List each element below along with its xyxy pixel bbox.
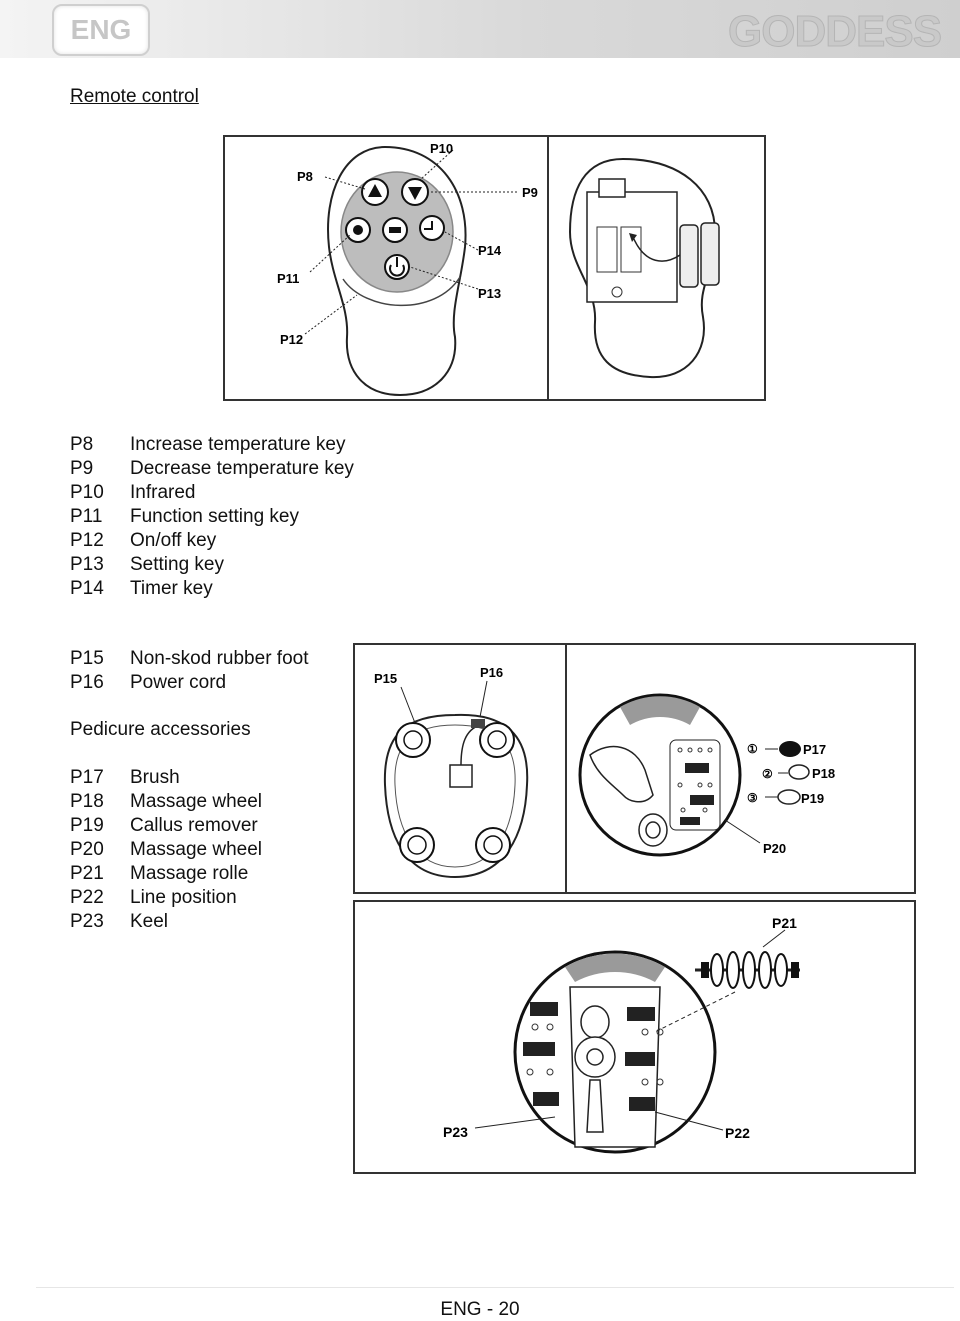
label-p11: P11 — [277, 271, 299, 286]
item-code: P17 — [70, 767, 104, 788]
list-item: P19 Callus remover — [70, 814, 262, 838]
item-code: P12 — [70, 530, 104, 551]
label-p21: P21 — [772, 915, 797, 931]
label-p15: P15 — [374, 671, 397, 686]
label-p23: P23 — [443, 1124, 468, 1140]
item-code: P23 — [70, 911, 104, 932]
label-p18: P18 — [812, 766, 835, 781]
item-text: Callus remover — [130, 815, 258, 836]
item-code: P9 — [70, 458, 94, 479]
item-code: P19 — [70, 815, 104, 836]
basin-figure: P21 P23 P22 — [353, 900, 916, 1174]
item-text: Non-skod rubber foot — [130, 648, 309, 669]
remote-buttons — [345, 178, 445, 280]
item-text: Massage wheel — [130, 839, 263, 860]
item-text: Function setting key — [130, 506, 299, 527]
label-circled-3: ③ — [747, 791, 758, 805]
section-title-remote: Remote control — [70, 86, 199, 107]
label-p19: P19 — [801, 791, 824, 806]
remote-key-list: P8 Increase temperature key P9 Decrease te… — [70, 433, 354, 601]
label-p10: P10 — [430, 141, 453, 156]
list-item: P12 On/off key — [70, 529, 354, 553]
section-title-accessories: Pedicure accessories — [70, 719, 251, 740]
item-code: P20 — [70, 839, 104, 860]
list-item: P11 Function setting key — [70, 505, 354, 529]
footer-divider — [36, 1287, 954, 1288]
item-text: Increase temperature key — [130, 434, 346, 455]
label-p20: P20 — [763, 841, 786, 856]
list-item: P23 Keel — [70, 910, 262, 934]
list-item: P13 Setting key — [70, 553, 354, 577]
label-p22: P22 — [725, 1125, 750, 1141]
item-code: P16 — [70, 672, 104, 693]
list-item: P17 Brush — [70, 766, 262, 790]
base-parts-list: P15 Non-skod rubber foot P16 Power cord — [70, 647, 309, 695]
item-code: P10 — [70, 482, 104, 503]
item-text: Brush — [130, 767, 180, 788]
list-item: P21 Massage rolle — [70, 862, 262, 886]
list-item: P15 Non-skod rubber foot — [70, 647, 309, 671]
item-code: P8 — [70, 434, 94, 455]
item-code: P14 — [70, 578, 104, 599]
brand-logo: GODDESS — [728, 7, 943, 57]
item-code: P13 — [70, 554, 104, 575]
header-band — [0, 0, 960, 58]
item-text: Massage rolle — [130, 863, 249, 884]
item-text: Infrared — [130, 482, 196, 503]
item-code: P21 — [70, 863, 104, 884]
label-circled-2: ② — [762, 767, 773, 781]
label-p13: P13 — [478, 286, 501, 301]
label-p12: P12 — [280, 332, 303, 347]
item-text: Massage wheel — [130, 791, 263, 812]
language-badge: ENG — [52, 4, 150, 56]
item-text: Timer key — [130, 578, 213, 599]
basin-illustration: P21 P23 P22 — [443, 915, 800, 1154]
item-text: Setting key — [130, 554, 224, 575]
label-p17: P17 — [803, 742, 826, 757]
label-circled-1: ① — [747, 742, 758, 756]
item-text: Decrease temperature key — [130, 458, 354, 479]
list-item: P8 Increase temperature key — [70, 433, 354, 457]
item-text: Power cord — [130, 672, 227, 693]
label-p8: P8 — [297, 169, 313, 184]
item-text: Line position — [130, 887, 237, 908]
item-code: P15 — [70, 648, 104, 669]
item-text: Keel — [130, 911, 169, 932]
list-item: P16 Power cord — [70, 671, 309, 695]
list-item: P20 Massage wheel — [70, 838, 262, 862]
item-code: P18 — [70, 791, 104, 812]
remote-control-figure: P8 P9 P10 P11 P12 P13 P14 — [223, 135, 766, 401]
label-p9: P9 — [522, 185, 538, 200]
item-text: On/off key — [130, 530, 217, 551]
list-item: P9 Decrease temperature key — [70, 457, 354, 481]
list-item: P10 Infrared — [70, 481, 354, 505]
list-item: P18 Massage wheel — [70, 790, 262, 814]
remote-control-illustration: P8 P9 P10 P11 P12 P13 P14 — [277, 137, 720, 399]
label-p14: P14 — [478, 243, 502, 258]
base-accessories-illustration: P15 P16 ① ① P17 ② P18 ③ P19 — [374, 645, 835, 892]
page-number: ENG - 20 — [440, 1299, 520, 1320]
item-code: P11 — [70, 506, 103, 527]
label-p16: P16 — [480, 665, 503, 680]
base-accessories-figure: P15 P16 ① ① P17 ② P18 ③ P19 — [353, 643, 916, 894]
brand-logo-text: GODDESS — [728, 7, 941, 56]
list-item: P14 Timer key — [70, 577, 354, 601]
item-code: P22 — [70, 887, 104, 908]
list-item: P22 Line position — [70, 886, 262, 910]
